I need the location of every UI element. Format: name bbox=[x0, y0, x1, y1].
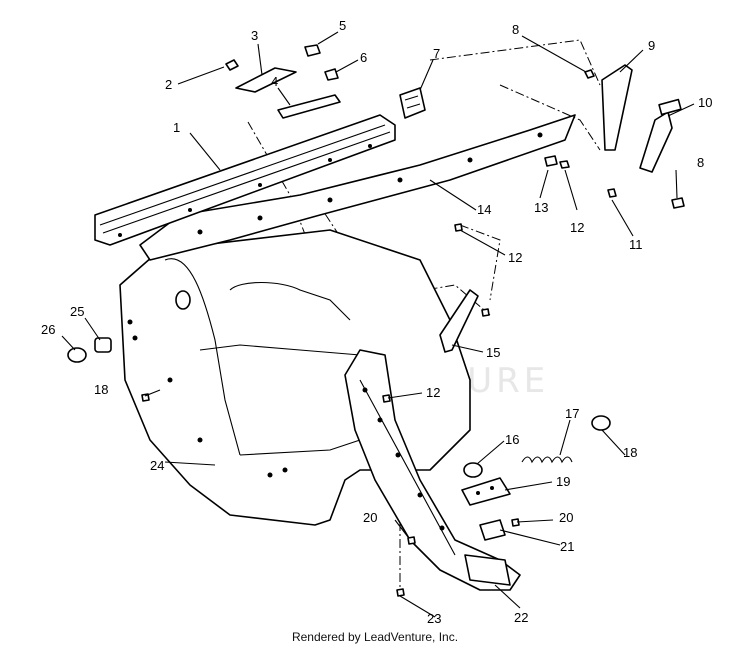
callout-9: 9 bbox=[648, 38, 655, 53]
part-4-strip bbox=[277, 94, 341, 119]
callout-8-top: 8 bbox=[512, 22, 519, 37]
part-1-top-rail bbox=[94, 114, 396, 246]
callout-3: 3 bbox=[251, 28, 258, 43]
callout-18-left: 18 bbox=[94, 382, 108, 397]
part-10-latch bbox=[639, 98, 682, 173]
callout-11: 11 bbox=[629, 237, 643, 252]
callout-22: 22 bbox=[514, 610, 528, 625]
part-21-bracket bbox=[479, 519, 506, 541]
callout-7: 7 bbox=[433, 46, 440, 61]
callout-8-right: 8 bbox=[697, 155, 704, 170]
callout-10: 10 bbox=[698, 95, 712, 110]
callout-26: 26 bbox=[41, 322, 55, 337]
part-26-cap bbox=[67, 347, 87, 363]
callout-20-right: 20 bbox=[559, 510, 573, 525]
fasteners bbox=[141, 44, 685, 597]
part-17-spring bbox=[521, 456, 573, 464]
callout-2: 2 bbox=[165, 77, 172, 92]
part-16-plug bbox=[463, 462, 483, 478]
part-19-bracket bbox=[461, 477, 511, 506]
callout-18-right: 18 bbox=[623, 445, 637, 460]
callout-25: 25 bbox=[70, 304, 84, 319]
leader-lines bbox=[61, 31, 695, 618]
callout-labels: 1 2 3 4 5 6 7 8 9 10 8 11 12 13 14 12 15… bbox=[41, 18, 712, 626]
callout-13: 13 bbox=[534, 200, 548, 215]
part-25-bushing bbox=[94, 337, 112, 353]
part-18-plug bbox=[591, 415, 611, 431]
callout-14: 14 bbox=[477, 202, 491, 217]
part-22-side-rail bbox=[344, 349, 521, 591]
callout-24: 24 bbox=[150, 458, 164, 473]
callout-4: 4 bbox=[271, 74, 278, 89]
callout-17: 17 bbox=[565, 406, 579, 421]
callout-5: 5 bbox=[339, 18, 346, 33]
callout-12-mid: 12 bbox=[508, 250, 522, 265]
part-14-front-panel bbox=[139, 114, 576, 261]
part-3-plate bbox=[235, 67, 297, 93]
callout-23: 23 bbox=[427, 611, 441, 626]
callout-15: 15 bbox=[486, 345, 500, 360]
callout-21: 21 bbox=[560, 539, 574, 554]
rendered-by-footer: Rendered by LeadVenture, Inc. bbox=[291, 630, 459, 644]
callout-1: 1 bbox=[173, 120, 180, 135]
callout-16: 16 bbox=[505, 432, 519, 447]
part-7-bracket bbox=[399, 87, 426, 119]
callout-12-top: 12 bbox=[570, 220, 584, 235]
part-15-spring-strap bbox=[439, 289, 479, 353]
callout-20-left: 20 bbox=[363, 510, 377, 525]
callout-19: 19 bbox=[556, 474, 570, 489]
part-9-strap bbox=[601, 64, 633, 151]
callout-6: 6 bbox=[360, 50, 367, 65]
callout-12-low: 12 bbox=[426, 385, 440, 400]
